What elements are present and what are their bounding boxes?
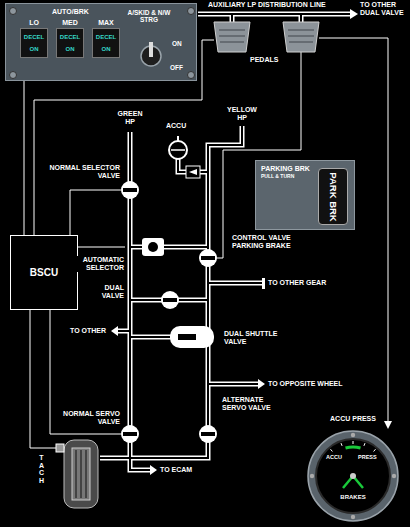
pipe-outline: [100, 14, 350, 470]
check-valve: [186, 166, 200, 178]
autobrk-button: LODECELON: [20, 28, 48, 58]
gauge-scale-label: ACCU: [326, 454, 342, 460]
gauge-dial: [306, 430, 400, 522]
part-label: AUTOMATIC SELECTOR: [76, 256, 124, 272]
sensor-label: TACH: [38, 454, 45, 485]
panel-screws: [10, 8, 195, 79]
valve-symbol: [161, 291, 179, 309]
selector-knob: [141, 42, 161, 66]
switch-position: ON: [172, 40, 182, 47]
valve-symbol: [121, 181, 139, 199]
arrow-head: [350, 9, 358, 19]
connector-line: [24, 81, 25, 235]
autobrk-button: MEDDECELON: [56, 28, 84, 58]
valve-symbol: [121, 425, 139, 443]
destination-label: TO OPPOSITE WHEEL: [268, 380, 343, 388]
supply-label: GREEN HP: [114, 110, 146, 126]
panel-title: PARKING BRK: [261, 165, 310, 173]
part-label: DUAL VALVE: [92, 284, 124, 300]
box-label: BSCU: [11, 236, 77, 309]
button-label: MAX: [93, 19, 119, 27]
automatic-selector-symbol: [142, 238, 164, 256]
button-legend: ON: [21, 46, 47, 53]
brake-pedal: [214, 22, 250, 52]
bscu-box: BSCU: [10, 235, 78, 310]
button-label: LO: [21, 19, 47, 27]
destination-label: TO ECAM: [160, 466, 192, 474]
signal-connector: [24, 81, 25, 235]
gauge-label: BRAKES: [306, 494, 400, 501]
part-label: ACCU: [166, 122, 186, 130]
switch-label: A/SKID & N/W STRG: [124, 9, 174, 24]
brake-pedal: [283, 22, 319, 52]
part-label: NORMAL SERVO VALVE: [56, 410, 120, 426]
gauge-title: ACCU PRESS: [306, 415, 400, 423]
destination-label: TO OTHER GEAR: [268, 279, 326, 287]
part-label: NORMAL SELECTOR VALVE: [38, 164, 120, 180]
supply-label: YELLOW HP: [223, 106, 261, 122]
parking-brake-panel: PARKING BRKPULL & TURN PARK BRK: [255, 160, 355, 230]
signal-wires: [30, 38, 388, 448]
panel-note: PULL & TURN: [261, 174, 294, 180]
part-label: ALTERNATE SERVO VALVE: [222, 396, 278, 412]
accumulator: [169, 136, 187, 159]
hydraulic-pipes: [100, 14, 350, 470]
button-legend: DECEL: [57, 34, 83, 41]
arrow-head: [384, 421, 392, 429]
park-brake-handle: PARK BRK: [318, 168, 348, 225]
button-legend: ON: [57, 46, 83, 53]
part-label: DUAL SHUTTLE VALVE: [224, 330, 288, 346]
panel-title: AUTO/BRK: [52, 8, 89, 16]
arrow-head: [111, 326, 118, 336]
destination-label: TO OTHER: [70, 327, 106, 335]
destination-label: TO OTHER DUAL VALVE: [360, 1, 406, 17]
button-legend: ON: [93, 46, 119, 53]
arrow-head: [150, 465, 157, 475]
button-legend: DECEL: [93, 34, 119, 41]
pipe-end: [262, 278, 265, 289]
switch-position: OFF: [170, 64, 183, 71]
handle-label: PARK BRK: [328, 172, 339, 221]
gauge-scale-label: PRESS: [358, 454, 377, 460]
valve-symbol: [199, 425, 217, 443]
part-label: PEDALS: [250, 56, 278, 64]
autobrk-panel: AUTO/BRK A/SKID & N/W STRG ON OFF LO DECEL ON M…: [5, 3, 197, 81]
pipe-bore: [100, 14, 350, 470]
accu-press-gauge: ACCU PRESSACCUPRESSBRAKES: [306, 430, 400, 522]
button-label: MED: [57, 19, 83, 27]
autobrk-button: MAXDECELON: [92, 28, 120, 58]
valves: [121, 181, 217, 443]
shuttle-valve-symbol: [170, 326, 214, 348]
valve-symbol: [199, 249, 217, 267]
part-label: CONTROL VALVE PARKING BRAKE: [232, 234, 304, 250]
wheel-brake: [56, 440, 98, 508]
button-legend: DECEL: [21, 34, 47, 41]
arrow-head: [258, 379, 265, 389]
line-label: AUXILIARY LP DISTRIBUTION LINE: [208, 1, 326, 9]
